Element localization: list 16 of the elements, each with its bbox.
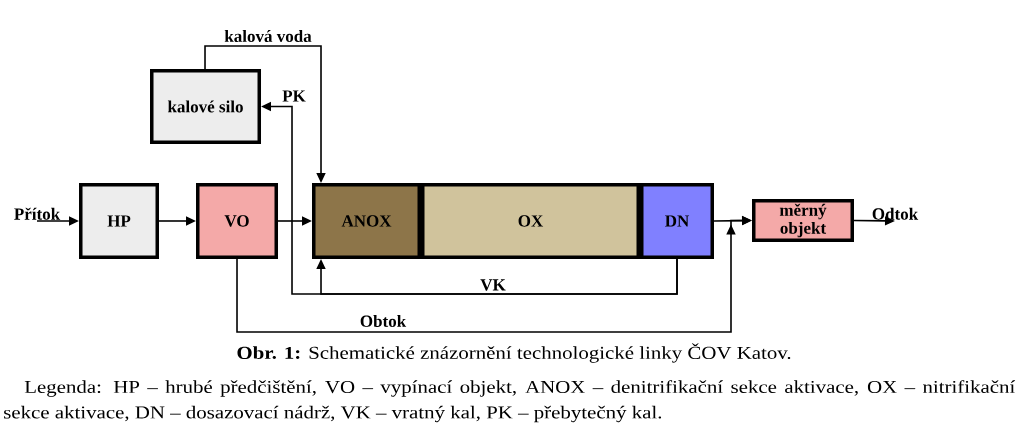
edge-label: Obtok [358,314,408,328]
tank-section: DN [640,183,714,259]
flow-label: Přítok [14,207,61,220]
storage-box: kalové silo [150,69,261,144]
tank-section: OX [421,183,640,259]
edge-label: PK [281,89,307,103]
edge-label: kalová voda [223,29,313,43]
process-box: VO [196,183,278,259]
edge-label: VK [479,278,507,292]
tank-section: ANOX [312,183,421,259]
arrow [316,258,678,295]
legend-text: Legenda: HP – hrubé předčištění, VO – vypínací objekt, ANOX – denitrifikační sekce aktivace, OX – nitrifikační sekce aktivace, DN – dosazovací nádrž, VK – vratný kal, PK – přebytečný kal. [4,380,1016,423]
process-box: HP [79,183,159,259]
flow-label: Odtok [872,207,919,220]
caption: Obr. 1: Schematické znázornění technologické linky ČOV Katov. [237,343,791,363]
process-box: měrný objekt [752,199,854,242]
